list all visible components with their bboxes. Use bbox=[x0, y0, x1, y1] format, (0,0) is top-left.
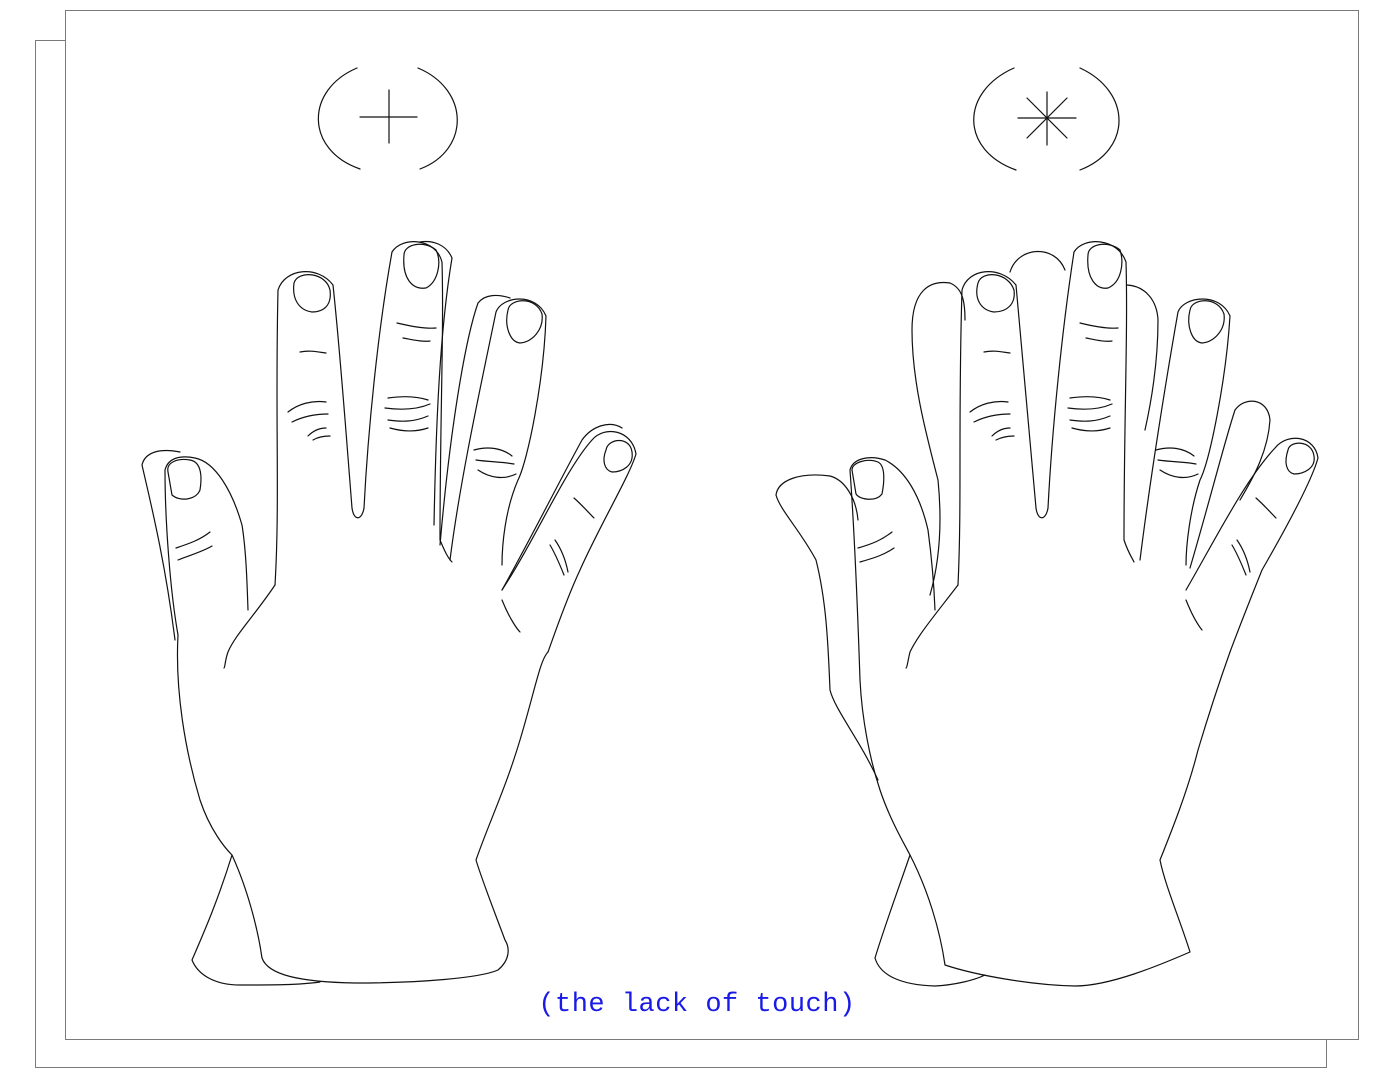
index-nail bbox=[976, 274, 1015, 313]
middle-nail bbox=[1087, 243, 1123, 289]
right-paren bbox=[1079, 67, 1120, 171]
little-nail bbox=[1285, 442, 1315, 475]
right-paren bbox=[417, 67, 458, 170]
left-hand-back bbox=[141, 240, 623, 986]
little-nail bbox=[603, 439, 633, 473]
ring-nail bbox=[506, 300, 543, 344]
thumbnail bbox=[851, 459, 885, 500]
left-hand-front bbox=[164, 241, 637, 984]
middle-nail bbox=[403, 243, 440, 289]
right-hand-front bbox=[849, 241, 1319, 987]
asterisk-diag-2 bbox=[1026, 97, 1068, 139]
right-hand-back bbox=[775, 250, 1271, 987]
left-paren bbox=[973, 67, 1017, 171]
caption: (the lack of touch) bbox=[538, 990, 856, 1020]
thumbnail bbox=[167, 458, 202, 500]
ring-nail bbox=[1188, 300, 1225, 344]
asterisk-in-parentheses-icon bbox=[973, 67, 1120, 171]
left-paren bbox=[317, 67, 361, 170]
front-page-frame bbox=[65, 10, 1359, 1040]
plus-in-parentheses-icon bbox=[317, 67, 458, 170]
index-nail bbox=[293, 274, 331, 313]
